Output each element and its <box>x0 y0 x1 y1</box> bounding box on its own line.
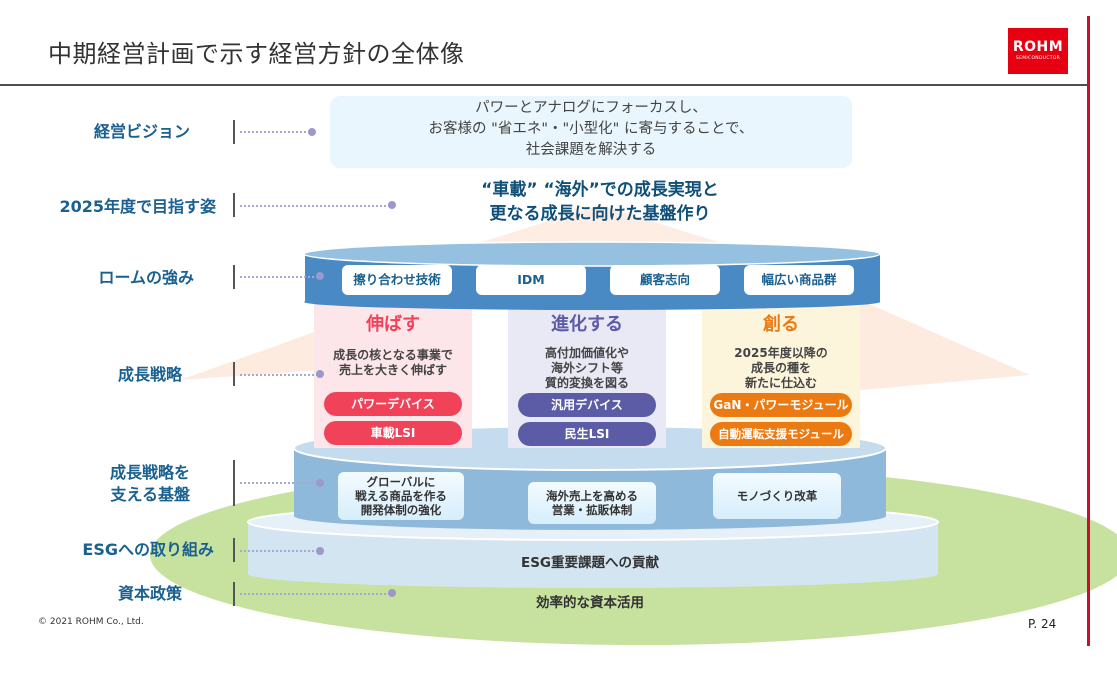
row-tick <box>233 120 235 144</box>
strategy-desc-line: 海外シフト等 <box>550 361 623 375</box>
foundation-chip: 海外売上を高める 営業・拡販体制 <box>528 482 656 524</box>
ray-right <box>860 300 1030 390</box>
row-connector-dot <box>316 370 324 378</box>
strategy-desc: 高付加価値化や 海外シフト等 質的変換を図る <box>508 346 666 391</box>
row-connector-dot <box>388 589 396 597</box>
row-label-capital: 資本政策 <box>117 584 182 603</box>
strategy-desc-line: 成長の核となる事業で <box>333 348 453 362</box>
row-tick <box>233 538 235 562</box>
row-connector <box>240 276 318 278</box>
row-connector <box>240 205 390 207</box>
row-connector-dot <box>316 479 324 487</box>
row-connector-dot <box>308 128 316 136</box>
logo-text: ROHM <box>1012 39 1064 55</box>
row-label-strategy: 成長戦略 <box>117 365 182 384</box>
strategy-item: 民生LSI <box>518 422 656 446</box>
row-label-vision: 経営ビジョン <box>93 122 190 141</box>
strategy-column-create: 創る 2025年度以降の 成長の種を 新たに仕込む GaN・パワーモジュール 自… <box>702 304 860 450</box>
ray-left <box>180 330 320 380</box>
target-line: 更なる成長に向けた基盤作り <box>489 204 711 224</box>
strategy-item: 車載LSI <box>324 421 462 445</box>
row-label-target: 2025年度で目指す姿 <box>59 197 216 216</box>
strategy-desc: 2025年度以降の 成長の種を 新たに仕込む <box>702 346 860 391</box>
strengths-disc-top <box>303 241 881 267</box>
vision-line: パワーとアナログにフォーカスし、 <box>475 100 707 116</box>
foundation-chip-line: 営業・拡販体制 <box>551 503 633 517</box>
capital-text: 効率的な資本活用 <box>536 595 644 611</box>
row-label-foundation-line1: 成長戦略を <box>109 463 190 482</box>
strength-chip: 幅広い商品群 <box>744 265 854 295</box>
row-connector <box>240 593 390 595</box>
row-tick <box>233 582 235 606</box>
strategy-desc-line: 高付加価値化や <box>544 346 629 360</box>
row-label-esg: ESGへの取り組み <box>82 540 214 559</box>
target-line: “車載” “海外”での成長実現と <box>481 180 719 200</box>
strategy-heading: 進化する <box>551 314 623 335</box>
strategy-column-evolve: 進化する 高付加価値化や 海外シフト等 質的変換を図る 汎用デバイス 民生LSI <box>508 304 666 450</box>
row-connector <box>240 550 318 552</box>
foundation-chip-line: グローバルに <box>366 475 436 489</box>
strategy-heading: 創る <box>763 314 799 335</box>
row-connector <box>240 131 310 133</box>
page-title: 中期経営計画で示す経営方針の全体像 <box>48 40 465 68</box>
strategy-desc-line: 質的変換を図る <box>544 376 629 390</box>
foundation-chip-line: モノづくり改革 <box>736 489 818 503</box>
row-label-foundation-line2: 支える基盤 <box>110 485 190 504</box>
row-connector-dot <box>316 547 324 555</box>
target-statement: “車載” “海外”での成長実現と 更なる成長に向けた基盤作り <box>380 178 820 226</box>
row-connector <box>240 482 318 484</box>
strategy-desc-line: 売上を大きく伸ばす <box>338 363 447 377</box>
foundation-chip-line: 戦える商品を作る <box>355 489 447 503</box>
row-connector-dot <box>316 272 324 280</box>
row-label-foundation: 成長戦略を 支える基盤 <box>0 462 190 506</box>
copyright: © 2021 ROHM Co., Ltd. <box>38 617 144 627</box>
page-number: P. 24 <box>1028 617 1057 631</box>
strategy-desc-line: 成長の種を <box>750 361 811 375</box>
strategy-item: パワーデバイス <box>324 392 462 416</box>
row-tick <box>233 362 235 386</box>
foundation-chip-line: 海外売上を高める <box>546 489 638 503</box>
strategy-item: 自動運転支援モジュール <box>710 422 852 446</box>
rohm-logo: ROHM SEMICONDUCTOR <box>1008 28 1068 74</box>
foundation-chip: モノづくり改革 <box>713 473 841 519</box>
vision-line: お客様の "省エネ"・"小型化" に寄与することで、 <box>428 121 754 137</box>
strategy-item: 汎用デバイス <box>518 393 656 417</box>
strategy-desc: 成長の核となる事業で 売上を大きく伸ばす <box>314 348 472 378</box>
row-tick <box>233 265 235 289</box>
row-tick <box>233 460 235 506</box>
strategy-heading: 伸ばす <box>366 314 420 335</box>
strategy-item: GaN・パワーモジュール <box>710 393 852 417</box>
strategy-desc-line: 新たに仕込む <box>744 376 817 390</box>
right-accent-line <box>1087 16 1090 646</box>
vision-box: パワーとアナログにフォーカスし、 お客様の "省エネ"・"小型化" に寄与するこ… <box>330 96 852 168</box>
row-connector <box>240 374 318 376</box>
row-connector-dot <box>388 201 396 209</box>
foundation-chip: グローバルに 戦える商品を作る 開発体制の強化 <box>338 472 464 520</box>
esg-text: ESG重要課題への貢献 <box>520 555 660 571</box>
strategy-desc-line: 2025年度以降の <box>734 346 828 360</box>
row-tick <box>233 193 235 217</box>
strength-chip: IDM <box>476 265 586 295</box>
strength-chip: 擦り合わせ技術 <box>342 265 452 295</box>
logo-subtext: SEMICONDUCTOR <box>1015 56 1061 61</box>
vision-line: 社会課題を解決する <box>525 142 657 158</box>
row-label-strengths: ロームの強み <box>98 268 194 287</box>
strategy-column-grow: 伸ばす 成長の核となる事業で 売上を大きく伸ばす パワーデバイス 車載LSI <box>314 304 472 450</box>
foundation-chip-line: 開発体制の強化 <box>360 503 442 517</box>
strength-chip: 顧客志向 <box>610 265 720 295</box>
header-divider <box>0 84 1090 86</box>
